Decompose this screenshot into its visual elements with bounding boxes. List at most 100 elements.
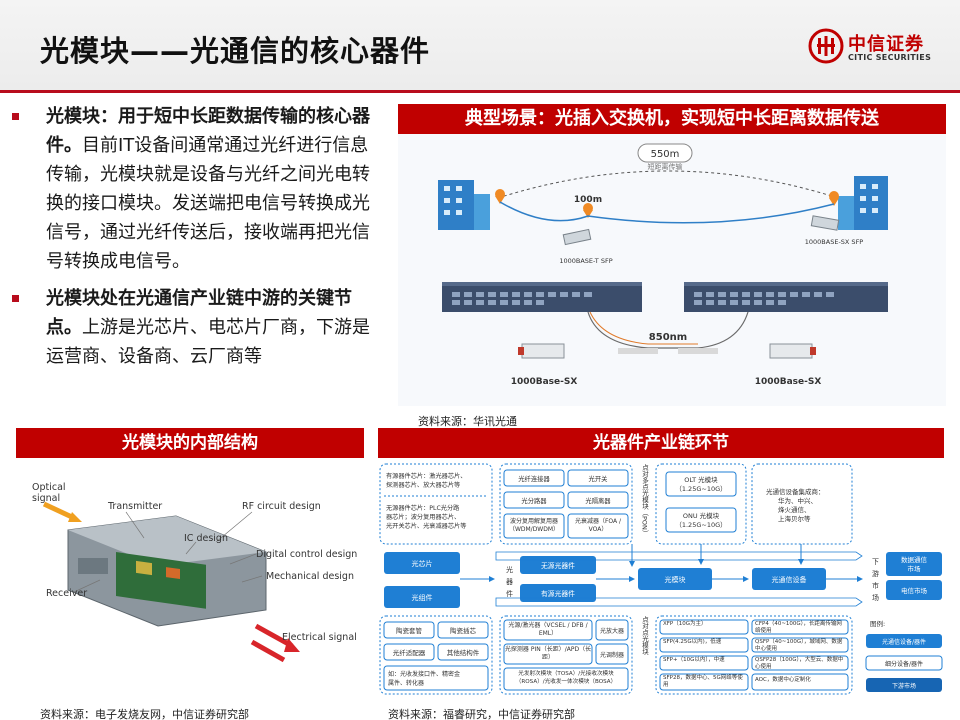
optical-signal-label-2: signal	[32, 493, 60, 504]
market-telecom-node: 电信市场	[901, 586, 928, 595]
p2p-vertical-label: 点对点光模块	[640, 616, 649, 655]
header-divider	[0, 90, 960, 93]
active-item: 光探测器 PIN（长距）/APD（长距）	[504, 646, 592, 661]
p2p-module-item: AOC，数据中心定制化	[755, 677, 811, 683]
device-label-3: 件	[506, 589, 513, 598]
market-dc-node: 数据通信	[901, 555, 928, 564]
p2p-module-item: CFP4（40~100G），长距离传输网络使用	[755, 621, 842, 634]
bullet-marker	[12, 295, 19, 302]
downstream-label-2: 游	[872, 569, 879, 578]
bullet-item: 光模块：用于短中长距数据传输的核心器件。目前IT设备间通常通过光纤进行信息传输，…	[12, 102, 372, 276]
building-right-icon	[838, 176, 888, 230]
legend-item: 细分设备/器件	[885, 660, 923, 668]
optical-chip-node: 光芯片	[412, 559, 433, 568]
passive-device-node: 无源光器件	[541, 561, 575, 570]
switch-left-icon	[442, 282, 642, 312]
p2p-module-item: SFP28，数据中心、5G网络等使用	[663, 675, 743, 688]
citic-logo: 中信证券 CITIC SECURITIES	[808, 28, 948, 68]
bullet-item: 光模块处在光通信产业链中游的关键节点。上游是光芯片、电芯片厂商，下游是运营商、设…	[12, 284, 372, 371]
receiver-label: Receiver	[46, 588, 87, 599]
bullet-body: 上游是光芯片、电芯片厂商，下游是运营商、设备商、云厂商等	[46, 317, 370, 367]
passive-item: 波分复用解复用器（WDM/DWDM）	[508, 518, 560, 533]
market-dc-node-2: 市场	[908, 564, 922, 573]
structure-part: 陶瓷套管	[396, 626, 423, 635]
wavelength-850-label: 850nm	[649, 332, 687, 343]
label-1000base-right: 1000Base-SX	[755, 377, 822, 387]
ic-design-label: IC design	[184, 533, 228, 544]
integrators-line-1: 华为、中兴、	[778, 496, 817, 505]
sfp-module-icon	[562, 215, 840, 246]
slide-header: 光模块——光通信的核心器件 中信证券 CITIC SECURITIES	[0, 0, 960, 93]
digital-control-label: Digital control design	[256, 549, 357, 560]
passive-item: 光分路器	[521, 496, 547, 505]
integrators-line-3: 上海贝尔等	[778, 514, 811, 523]
label-1000base-left: 1000Base-SX	[511, 377, 578, 387]
p2p-module-item: QSFP（40~100G），城域网、数据中心使用	[755, 639, 843, 652]
transmitter-label: Transmitter	[107, 501, 162, 512]
pon-vertical-label: 点对多点光模块（PON）	[640, 464, 649, 537]
passive-chip-text-2: 器芯片；波分复用器芯片、	[386, 513, 460, 521]
chain-source: 资料来源：福睿研究，中信证券研究部	[388, 708, 575, 720]
sfp-sx-label: 1000BASE-SX SFP	[805, 238, 864, 246]
active-item: 光发射次模块（TOSA）/光接收次模块（ROSA）/光收发一体次模块（BOSA）	[515, 671, 617, 685]
scene-source: 资料来源：华讯光通	[418, 415, 517, 428]
bullet-heading: 光模块处在光通信产业链中游的关键节点。	[46, 288, 352, 338]
p2p-module-item: SFP+（10G以内），中速	[663, 657, 725, 663]
citic-logo-icon	[808, 28, 844, 64]
structure-part: 其他结构件	[447, 648, 480, 657]
header-background	[0, 0, 960, 90]
bullet-body: 目前IT设备间通常通过光纤进行信息传输，光模块就是设备与光纤之间光电转换的接口模…	[46, 135, 370, 272]
active-chip-text-1: 有源器件芯片：激光器芯片、	[386, 472, 466, 480]
active-item: 光调制器	[600, 651, 624, 659]
onu-module-range: （1.25G~10G）	[675, 521, 726, 529]
scene-illustration: 550m 短距离传输 100m 1000BASE-T SFP 1000BASE-…	[398, 134, 946, 406]
structure-note-1: 如：光收发接口件、精密金	[388, 670, 460, 678]
sfp-t-label: 1000BASE-T SFP	[559, 257, 612, 265]
integrators-line-2: 烽火通信、	[778, 505, 811, 514]
legend-item: 下游市场	[892, 682, 916, 690]
passive-item: 光纤连接器	[518, 474, 550, 483]
logo-text-en: CITIC SECURITIES	[848, 53, 932, 62]
industry-chain-header: 光器件产业链环节	[378, 428, 944, 458]
optical-module-body-icon	[67, 515, 267, 627]
active-item: 光放大器	[600, 627, 624, 635]
active-device-node: 有源光器件	[541, 589, 575, 598]
bullet-list: 光模块：用于短中长距数据传输的核心器件。目前IT设备间通常通过光纤进行信息传输，…	[12, 102, 372, 379]
rf-circuit-label: RF circuit design	[242, 501, 321, 512]
distance-550-label: 550m	[651, 149, 680, 160]
active-item: 光源/激光器（VCSEL / DFB / EML）	[508, 622, 588, 637]
module-structure-header: 光模块的内部结构	[16, 428, 364, 458]
optical-signal-arrow-icon	[42, 501, 82, 522]
structure-part: 光纤适配器	[393, 648, 426, 657]
bullet-heading: 光模块：用于短中长距数据传输的核心器件。	[46, 106, 370, 156]
passive-chip-text-1: 无源器件芯片：PLC光分路	[386, 504, 460, 512]
olt-module-label: OLT 光模块	[684, 475, 718, 484]
building-left-icon	[438, 180, 490, 230]
industry-chain-diagram: 有源器件芯片：激光器芯片、 探测器芯片、放大器芯片等 无源器件芯片：PLC光分路…	[376, 460, 946, 700]
module-source: 资料来源：电子发烧友网，中信证券研究部	[40, 708, 249, 720]
integrators-title: 光通信设备集成商：	[766, 487, 825, 496]
switch-right-icon	[684, 282, 888, 312]
device-label-1: 光	[506, 565, 513, 574]
optical-equipment-node: 光通信设备	[772, 575, 807, 584]
electrical-signal-label: Electrical signal	[282, 632, 357, 643]
device-label-2: 器	[506, 578, 513, 586]
scene-header: 典型场景：光插入交换机，实现短中长距离数据传送	[398, 104, 946, 134]
active-chip-text-2: 探测器芯片、放大器芯片等	[386, 481, 460, 489]
p2p-module-item: QSFP28（100G），大型云、数据中心使用	[755, 657, 844, 670]
optical-signal-label: Optical	[32, 482, 66, 493]
short-distance-label: 短距离传输	[648, 162, 683, 171]
location-pin-icon	[495, 189, 839, 218]
structure-note-2: 属件、转化器	[388, 679, 424, 687]
logo-text-cn: 中信证券	[848, 34, 924, 55]
optical-assembly-node: 光组件	[412, 593, 433, 602]
bullet-marker	[12, 113, 19, 120]
passive-chip-text-3: 光开关芯片、光衰减器芯片等	[386, 522, 466, 530]
legend-title: 图例:	[870, 619, 885, 628]
passive-item: 光隔离器	[585, 496, 611, 505]
onu-module-label: ONU 光模块	[683, 511, 720, 520]
p2p-module-item: XFP（10G为主）	[663, 621, 707, 627]
optical-module-node: 光模块	[665, 575, 686, 584]
module-structure-illustration: Optical signal Transmitter RF circuit de…	[16, 460, 364, 700]
mechanical-design-label: Mechanical design	[266, 571, 354, 582]
